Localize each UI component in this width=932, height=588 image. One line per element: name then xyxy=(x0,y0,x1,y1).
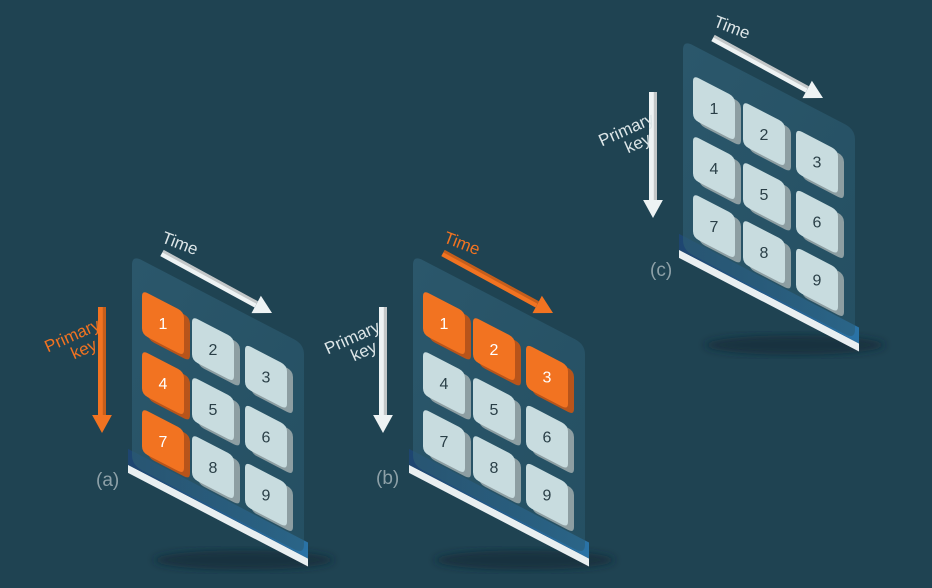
primary-key-arrow xyxy=(643,92,663,218)
grid-cell-5: 5 xyxy=(192,378,240,446)
grid-cell-6: 6 xyxy=(796,190,844,258)
grid-cell-6: 6 xyxy=(245,405,293,473)
grid-cell-8: 8 xyxy=(743,221,791,289)
cell-label: 7 xyxy=(159,434,168,451)
cell-label: 2 xyxy=(760,127,769,144)
grid-cell-2: 2 xyxy=(743,103,791,171)
diagram-a-label: (a) xyxy=(96,470,120,491)
cell-label: 9 xyxy=(262,488,271,505)
grid-cell-4: 4 xyxy=(693,137,741,205)
grid-cell-4: 4 xyxy=(142,352,190,420)
cell-label: 7 xyxy=(440,434,449,451)
grid-cell-7: 7 xyxy=(693,195,741,263)
grid-cell-1: 1 xyxy=(693,77,741,145)
cell-label: 6 xyxy=(543,430,552,447)
grid-cell-5: 5 xyxy=(743,163,791,231)
cell-label: 2 xyxy=(490,342,499,359)
cell-label: 6 xyxy=(813,215,822,232)
cell-label: 1 xyxy=(710,101,719,118)
grid-cell-3: 3 xyxy=(796,130,844,198)
cell-label: 4 xyxy=(440,376,449,393)
diagram-a: 1 2 3 4 5 6 7 8 9 xyxy=(128,258,334,570)
cell-label: 3 xyxy=(543,370,552,387)
grid-cell-1: 1 xyxy=(142,292,190,360)
grid-cell-1: 1 xyxy=(423,292,471,360)
diagram-c: 1 2 3 4 5 6 7 8 9 xyxy=(679,43,885,355)
base-slab-edge xyxy=(679,249,859,352)
grid-cell-8: 8 xyxy=(473,436,521,504)
grid-cell-9: 9 xyxy=(796,248,844,316)
cell-label: 6 xyxy=(262,430,271,447)
grid-cell-9: 9 xyxy=(526,463,574,531)
cell-label: 5 xyxy=(209,402,218,419)
cell-label: 5 xyxy=(760,187,769,204)
grid-cell-4: 4 xyxy=(423,352,471,420)
grid-cell-5: 5 xyxy=(473,378,521,446)
cell-label: 1 xyxy=(159,316,168,333)
cell-grid: 1 2 3 4 5 6 7 8 9 xyxy=(423,292,574,531)
diagram-b-label: (b) xyxy=(376,468,400,489)
primary-key-arrow xyxy=(373,307,393,433)
cell-label: 9 xyxy=(543,488,552,505)
grid-cell-7: 7 xyxy=(142,410,190,478)
diagram-b: 1 2 3 4 5 6 7 8 9 xyxy=(409,258,615,570)
cell-grid: 1 2 3 4 5 6 7 8 9 xyxy=(142,292,293,531)
cell-label: 8 xyxy=(490,460,499,477)
cell-label: 7 xyxy=(710,219,719,236)
grid-cell-3: 3 xyxy=(245,345,293,413)
cell-label: 4 xyxy=(159,376,168,393)
grid-cell-3: 3 xyxy=(526,345,574,413)
cell-label: 3 xyxy=(262,370,271,387)
cell-label: 1 xyxy=(440,316,449,333)
grid-cell-2: 2 xyxy=(192,318,240,386)
grid-cell-2: 2 xyxy=(473,318,521,386)
cell-grid: 1 2 3 4 5 6 7 8 9 xyxy=(693,77,844,316)
time-arrow xyxy=(441,249,553,314)
time-arrow xyxy=(711,34,823,99)
primary-key-arrow xyxy=(92,307,112,433)
base-slab-edge xyxy=(128,464,308,567)
cell-label: 3 xyxy=(813,155,822,172)
grid-cell-6: 6 xyxy=(526,405,574,473)
cell-label: 2 xyxy=(209,342,218,359)
diagram-c-label: (c) xyxy=(650,260,673,281)
base-slab-edge xyxy=(409,464,589,567)
cell-label: 9 xyxy=(813,273,822,290)
grid-cell-8: 8 xyxy=(192,436,240,504)
cell-label: 8 xyxy=(209,460,218,477)
grid-cell-7: 7 xyxy=(423,410,471,478)
cell-label: 5 xyxy=(490,402,499,419)
cell-label: 8 xyxy=(760,245,769,262)
time-arrow xyxy=(160,249,272,314)
cell-label: 4 xyxy=(710,161,719,178)
grid-cell-9: 9 xyxy=(245,463,293,531)
